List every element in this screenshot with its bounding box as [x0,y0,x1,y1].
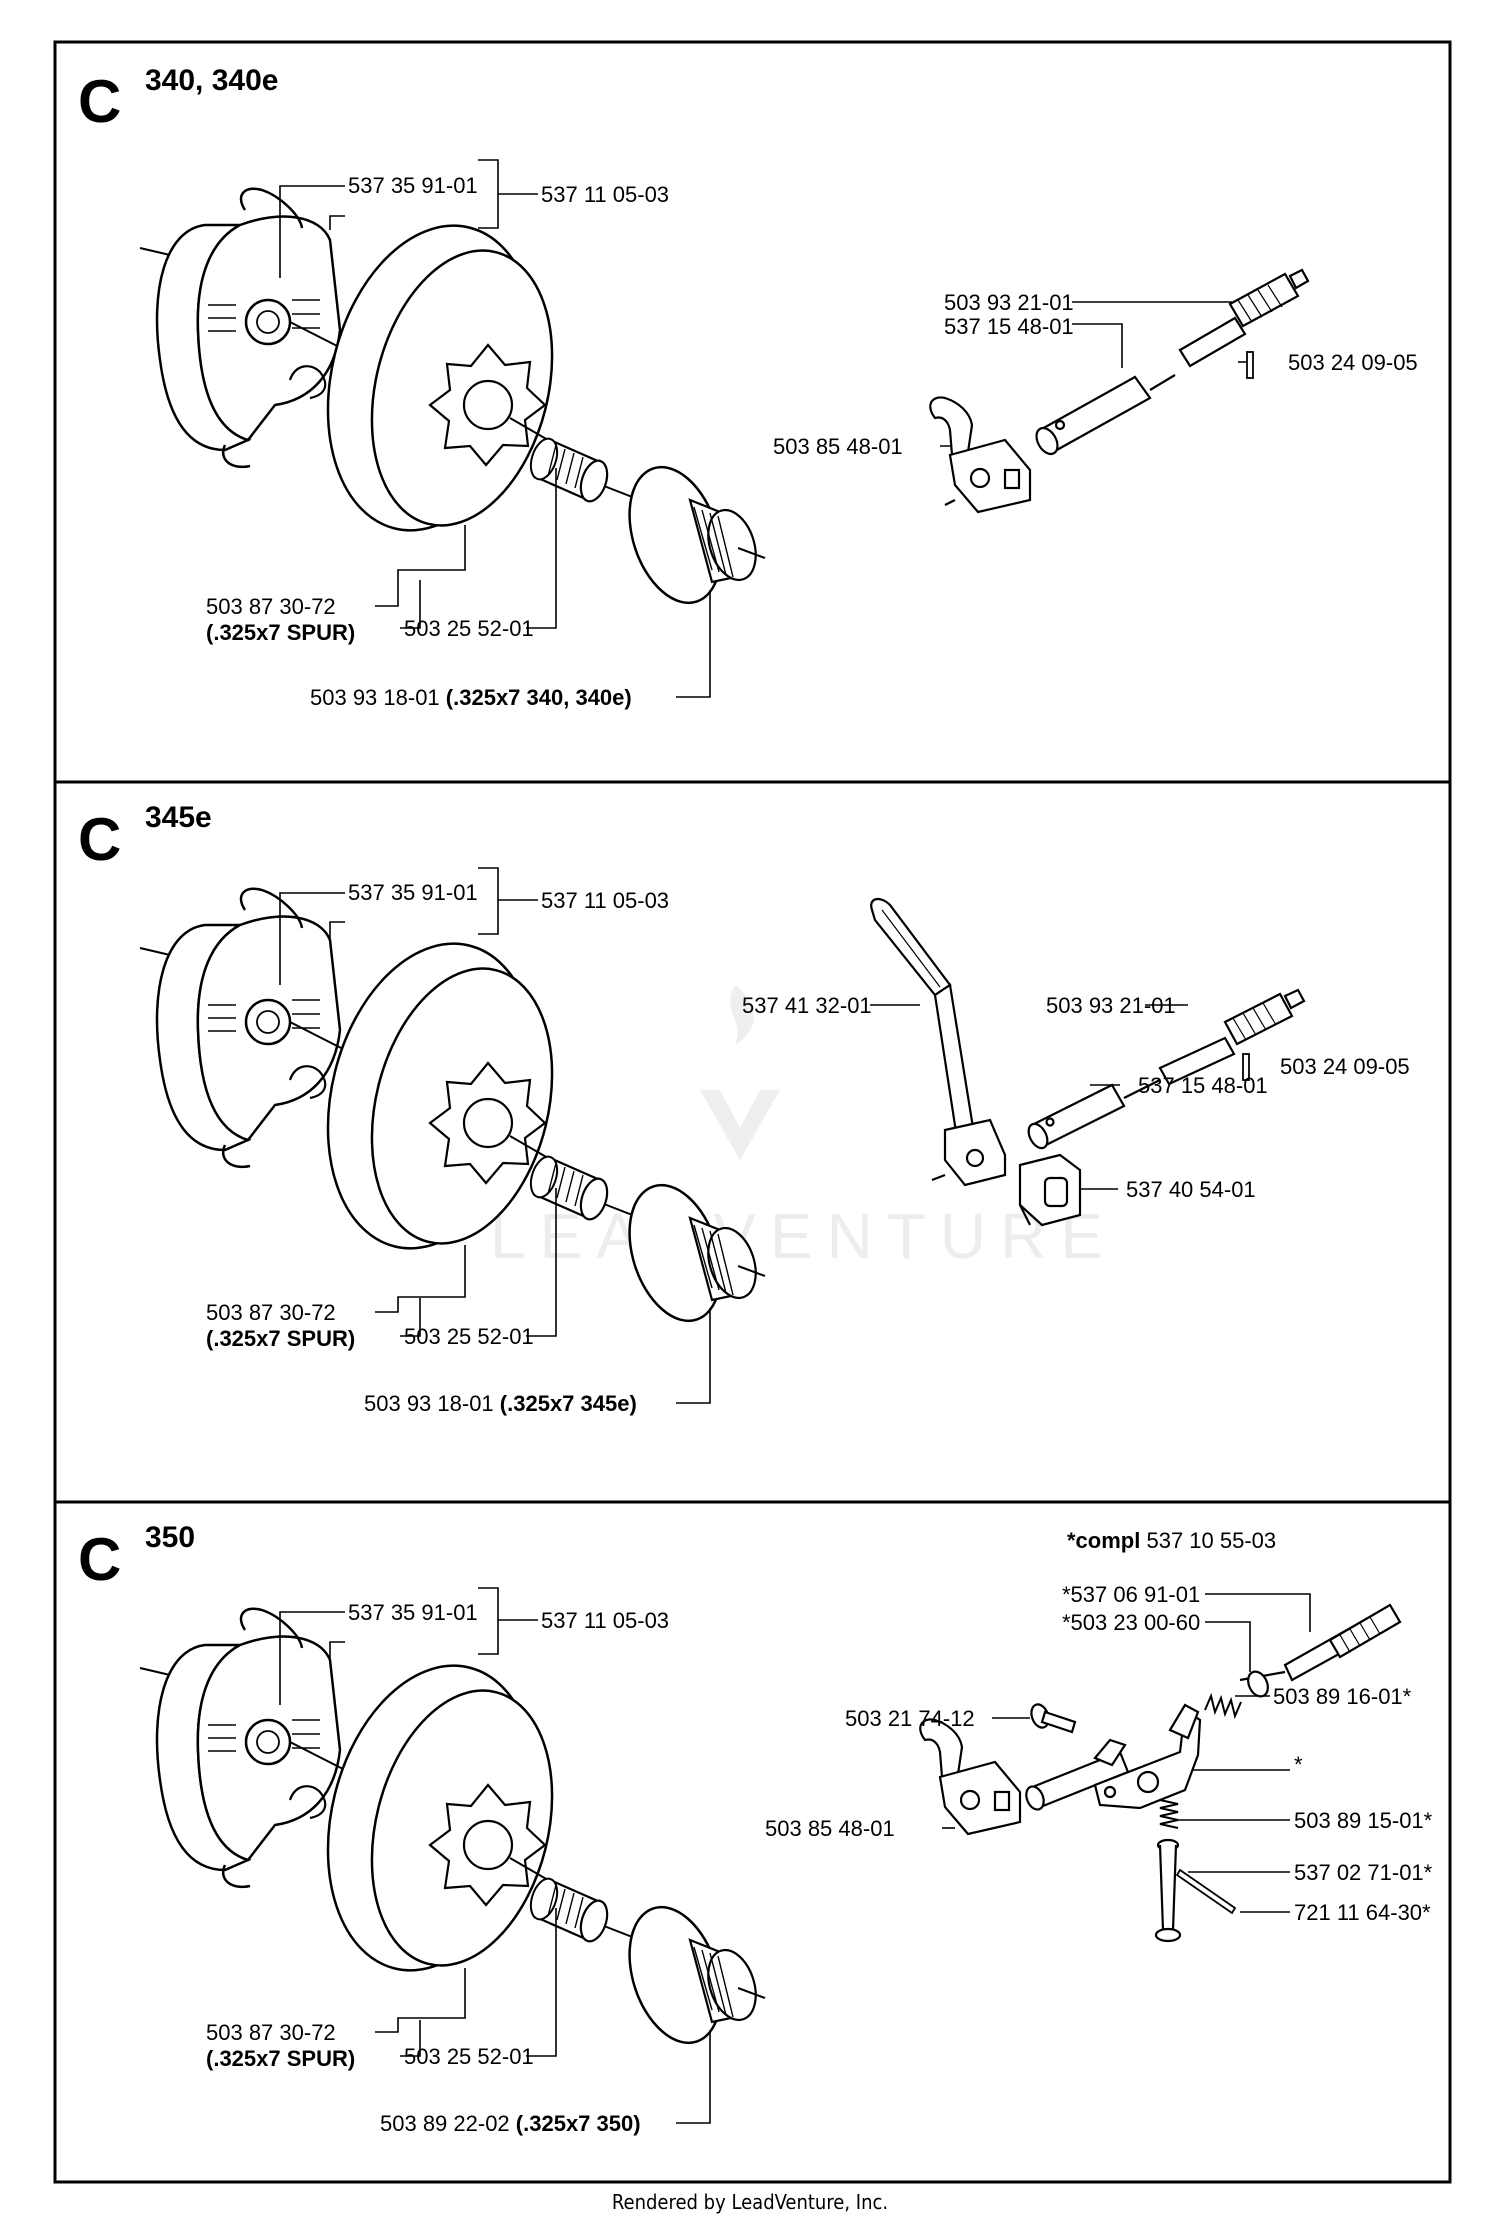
drum-part-label: 503 87 30-72 [206,594,336,619]
washer-part [1247,1670,1269,1698]
pump-part-label: 503 85 48-01 [765,1816,895,1841]
plunger-part-label: 537 02 71-01* [1294,1860,1433,1885]
section-letter: C [78,68,121,135]
pump-part-label: 503 85 48-01 [773,434,903,459]
section-340: C 340, 340e [78,64,1418,710]
compl-label: *compl 537 10 55-03 [1067,1528,1276,1553]
clutch-shoes-part [138,1607,347,1889]
rim-sprocket-part [612,1894,767,2056]
clutch-drum-part [296,202,581,554]
needle-bearing-part [524,434,642,506]
pin-part-label: 503 24 09-05 [1280,1054,1410,1079]
shaft-part-label: 503 93 21-01 [944,290,1074,315]
shoe-part-label: 537 35 91-01 [348,880,478,905]
clutch-part-label: 537 11 05-03 [541,888,669,913]
section-350: C 350 [78,1521,1433,2136]
shaft-part-label: *537 06 91-01 [1062,1582,1200,1607]
worm-part-label: 537 15 48-01 [944,314,1074,339]
pin-part-label: 503 24 09-05 [1288,350,1418,375]
sprocket-part-label: 503 89 22-02 (.325x7 350) [380,2111,641,2136]
block-part-label: 537 40 54-01 [1126,1177,1256,1202]
clutch-shoes-part [138,887,347,1169]
lever-part-label: 537 41 32-01 [742,993,872,1018]
clutch-shoes-part [138,187,347,469]
clutch-part-label: 537 11 05-03 [541,182,669,207]
section-345e: C 345e [78,801,1410,1416]
shaft-part-label: 503 93 21-01 [1046,993,1176,1018]
section-model: 350 [145,1521,195,1554]
worm-part-label: 537 15 48-01 [1138,1073,1268,1098]
pin2-part [1175,1868,1237,1915]
bearing-part-label: 503 25 52-01 [404,2044,534,2069]
needle-bearing-part [524,1874,642,1946]
section-letter: C [78,806,121,873]
leadventure-watermark: LEADVENTURE [490,985,1103,1272]
pump-arm-part [929,396,1032,514]
oil-pump-shaft-part [1239,1603,1402,1682]
clutch-part-label: 537 11 05-03 [541,1608,669,1633]
plunger-part [1154,1838,1182,1943]
pin-part [1246,351,1254,379]
spring2-part [1159,1799,1179,1829]
section-model: 340, 340e [145,64,278,97]
rim-sprocket-part [612,454,767,616]
pump-block-part [1018,1153,1082,1227]
spring-part [1204,1692,1242,1720]
drum-note-label: (.325x7 SPUR) [206,620,355,645]
drum-part-label: 503 87 30-72 [206,1300,336,1325]
spring-part-label: 503 89 16-01* [1273,1684,1412,1709]
washer-part-label: *503 23 00-60 [1062,1610,1200,1635]
shoe-part-label: 537 35 91-01 [348,1600,478,1625]
drum-part-label: 503 87 30-72 [206,2020,336,2045]
section-letter: C [78,1526,121,1593]
footer-credit: Rendered by LeadVenture, Inc. [611,2190,889,2214]
drum-note-label: (.325x7 SPUR) [206,1326,355,1351]
oil-pump-shaft-part [1035,268,1310,456]
spring2-part-label: 503 89 15-01* [1294,1808,1433,1833]
oil-lever-part [870,897,1007,1187]
pump-housing-part [1025,1703,1202,1811]
screw-part-label: 503 21 74-12 [845,1706,975,1731]
sprocket-part-label: 503 93 18-01 (.325x7 340, 340e) [310,685,632,710]
oil-pump-shaft-part [1027,988,1306,1150]
bearing-part-label: 503 25 52-01 [404,616,534,641]
housing-mark-label: * [1294,1752,1303,1777]
pin-part [1242,1053,1250,1081]
shoe-part-label: 537 35 91-01 [348,173,478,198]
drum-note-label: (.325x7 SPUR) [206,2046,355,2071]
bearing-part-label: 503 25 52-01 [404,1324,534,1349]
rim-sprocket-part [612,1172,767,1334]
page-frame [53,40,1452,2184]
screw-part [1030,1703,1077,1734]
pin2-part-label: 721 11 64-30* [1294,1900,1431,1925]
section-model: 345e [145,801,212,834]
clutch-drum-part [296,1642,581,1994]
pump-arm-part [919,1718,1022,1836]
sprocket-part-label: 503 93 18-01 (.325x7 345e) [364,1391,637,1416]
